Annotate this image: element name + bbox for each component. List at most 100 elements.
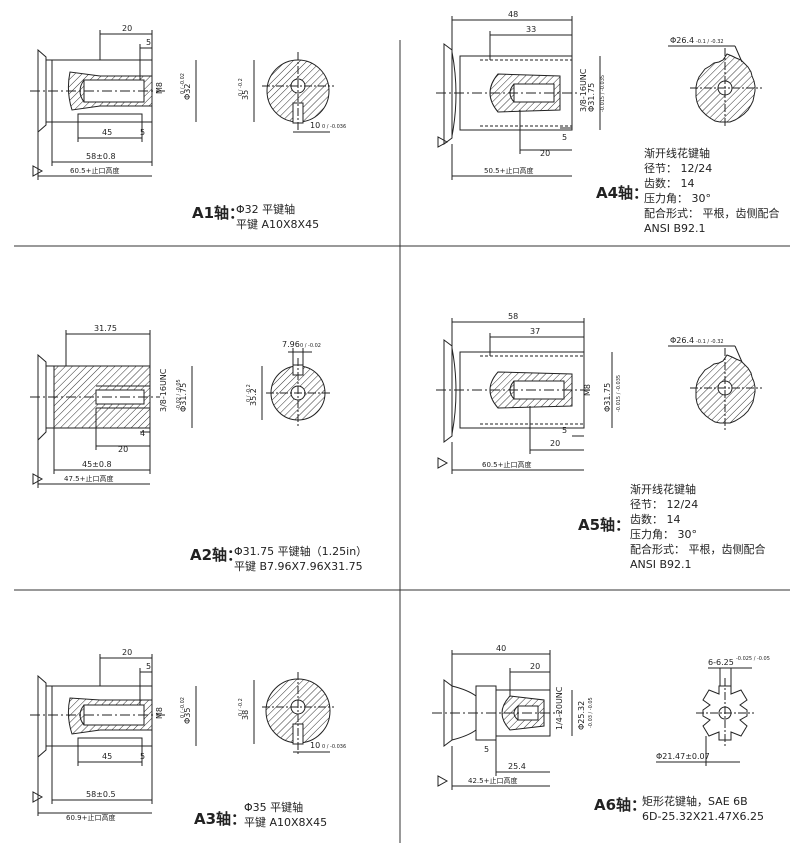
- a6-dim-thread: 1/4-20UNC: [555, 686, 564, 730]
- a4-dim-spline-tol: -0.1 / -0.32: [696, 39, 724, 45]
- shaft-a4-dims: 48 33 3/8-16UNC Φ31.75 -0.015 / -0.035 5…: [484, 10, 724, 175]
- a2-dim-20: 20: [118, 445, 128, 454]
- a6-desc-line: 矩形花键轴，SAE 6B: [642, 795, 748, 808]
- a1-dim-m8: M8: [155, 82, 164, 94]
- a3-desc-line: 平键 A10X8X45: [244, 816, 328, 829]
- a4-dim-505: 50.5+止口高度: [484, 166, 533, 175]
- a5-dim-dia: Φ31.75: [603, 383, 612, 412]
- shaft-a4-drawing: [436, 16, 762, 180]
- a1-desc-line: 平键 A10X8X45: [236, 218, 320, 231]
- a2-dim-key-tol: 0 / -0.02: [300, 343, 321, 349]
- shaft-a2-dims: 31.75 3/8-16UNC Φ31.75 -0.02 / -0.05 20 …: [64, 324, 321, 483]
- a5-dim-58: 58: [508, 312, 518, 321]
- a6-dim-5: 5: [484, 745, 489, 754]
- a3-dim-dia-tol: 0 / -0.02: [180, 697, 186, 718]
- a3-dim-key-tol: 0 / -0.036: [322, 744, 346, 750]
- a6-dim-dia: Φ25.32: [577, 701, 586, 730]
- shaft-a5-dims: 58 37 M8 Φ31.75 -0.015 / -0.035 5 20 60.…: [482, 312, 724, 469]
- shaft-a6-dims: 40 20 1/4-20UNC Φ25.32 -0.03 / -0.05 5 2…: [468, 644, 770, 785]
- a1-label: A1轴：: [192, 204, 245, 222]
- a3-dim-key: 10: [310, 741, 320, 750]
- a2-dim-thread: 3/8-16UNC: [159, 368, 168, 412]
- a5-desc-line: 配合形式： 平根，齿侧配合: [630, 543, 766, 556]
- a4-desc-line: ANSI B92.1: [644, 222, 706, 235]
- a2-desc: Φ31.75 平键轴（1.25in） 平键 B7.96X7.96X31.75: [234, 544, 367, 574]
- a3-label: A3轴：: [194, 810, 247, 828]
- a2-desc-line: Φ31.75 平键轴（1.25in）: [234, 545, 368, 558]
- a2-caption: A2轴：: [190, 548, 242, 564]
- a3-desc-line: Φ35 平键轴: [244, 801, 304, 814]
- a3-dim-h38: 38: [241, 710, 250, 720]
- a4-dim-33: 33: [526, 25, 536, 34]
- a3-caption: A3轴：: [194, 812, 246, 828]
- a5-dim-5: 5: [562, 426, 567, 435]
- a6-dim-key-tol: -0.025 / -0.05: [736, 656, 770, 662]
- a2-dim-h35: 35.2: [249, 388, 258, 406]
- a5-desc-line: ANSI B92.1: [630, 558, 692, 571]
- a3-dim-dia: Φ35: [183, 708, 192, 724]
- a4-dim-5: 5: [562, 133, 567, 142]
- a2-desc-line: 平键 B7.96X7.96X31.75: [234, 560, 363, 573]
- a4-desc: 渐开线花键轴 径节： 12/24 齿数： 14 压力角： 30° 配合形式： 平…: [644, 146, 780, 236]
- a1-caption: A1轴：: [192, 206, 244, 222]
- a4-dim-48: 48: [508, 10, 518, 19]
- a4-dim-20: 20: [540, 149, 550, 158]
- a2-label: A2轴：: [190, 546, 243, 564]
- a3-dim-5a: 5: [146, 662, 151, 671]
- a3-dim-609: 60.9+止口高度: [66, 813, 115, 822]
- a6-caption: A6轴：: [594, 798, 646, 814]
- a2-dim-3175: 31.75: [94, 324, 117, 333]
- a1-desc-line: Φ32 平键轴: [236, 203, 296, 216]
- a2-dim-key: 7.96: [282, 340, 300, 349]
- shaft-a2-drawing: [30, 330, 330, 488]
- a4-desc-line: 齿数： 14: [644, 177, 695, 190]
- a5-dim-605: 60.5+止口高度: [482, 460, 531, 469]
- a3-dim-m8: M8: [155, 707, 164, 719]
- a5-dim-dia-tol: -0.015 / -0.035: [616, 375, 622, 412]
- a4-desc-line: 渐开线花键轴: [644, 147, 710, 160]
- shaft-a5-drawing: [436, 318, 762, 474]
- a3-dim-45: 45: [102, 752, 112, 761]
- a1-dim-5a: 5: [146, 38, 151, 47]
- a4-desc-line: 配合形式： 平根，齿侧配合: [644, 207, 780, 220]
- a3-dim-h38-tol: 0 / -0.2: [238, 698, 244, 716]
- a3-desc: Φ35 平键轴 平键 A10X8X45: [244, 800, 327, 830]
- a6-dim-425: 42.5+止口高度: [468, 776, 517, 785]
- a1-dim-20: 20: [122, 24, 132, 33]
- a1-dim-h35: 35: [241, 90, 250, 100]
- shaft-a3-dims: 20 5 M8 Φ35 0 / -0.02 45 5 58±0.5 60.9+止…: [66, 648, 346, 822]
- a4-dim-dia-tol: -0.015 / -0.035: [600, 75, 606, 112]
- a6-dim-dia-tol: -0.03 / -0.05: [588, 697, 594, 728]
- a1-dim-58: 58±0.8: [86, 152, 116, 161]
- panel-dividers: [14, 40, 790, 843]
- a4-desc-line: 径节： 12/24: [644, 162, 713, 175]
- a1-desc: Φ32 平键轴 平键 A10X8X45: [236, 202, 319, 232]
- a5-dim-spline: Φ26.4: [670, 336, 694, 345]
- a4-dim-spline: Φ26.4: [670, 36, 694, 45]
- a1-dim-dia-tol: 0 / -0.02: [180, 73, 186, 94]
- a4-desc-line: 压力角： 30°: [644, 192, 711, 205]
- a1-dim-45: 45: [102, 128, 112, 137]
- a2-dim-h35-tol: 0 / -0.2: [246, 384, 252, 402]
- a1-dim-h35-tol: 0 / -0.2: [238, 78, 244, 96]
- a5-desc: 渐开线花键轴 径节： 12/24 齿数： 14 压力角： 30° 配合形式： 平…: [630, 482, 766, 572]
- a5-desc-line: 压力角： 30°: [630, 528, 697, 541]
- a5-label: A5轴：: [578, 516, 631, 534]
- a6-label: A6轴：: [594, 796, 647, 814]
- a1-dim-605: 60.5+止口高度: [70, 166, 119, 175]
- a3-dim-5b: 5: [140, 752, 145, 761]
- a1-dim-key: 10: [310, 121, 320, 130]
- a4-caption: A4轴：: [596, 186, 648, 202]
- shaft-a6-drawing: [432, 650, 754, 790]
- a5-desc-line: 渐开线花键轴: [630, 483, 696, 496]
- a6-dim-20: 20: [530, 662, 540, 671]
- a6-desc-line: 6D-25.32X21.47X6.25: [642, 810, 764, 823]
- a3-dim-58: 58±0.5: [86, 790, 116, 799]
- shaft-a3-drawing: [30, 654, 334, 816]
- a6-dim-254: 25.4: [508, 762, 526, 771]
- a5-dim-37: 37: [530, 327, 540, 336]
- a4-label: A4轴：: [596, 184, 649, 202]
- a1-dim-key-tol: 0 / -0.036: [322, 124, 346, 130]
